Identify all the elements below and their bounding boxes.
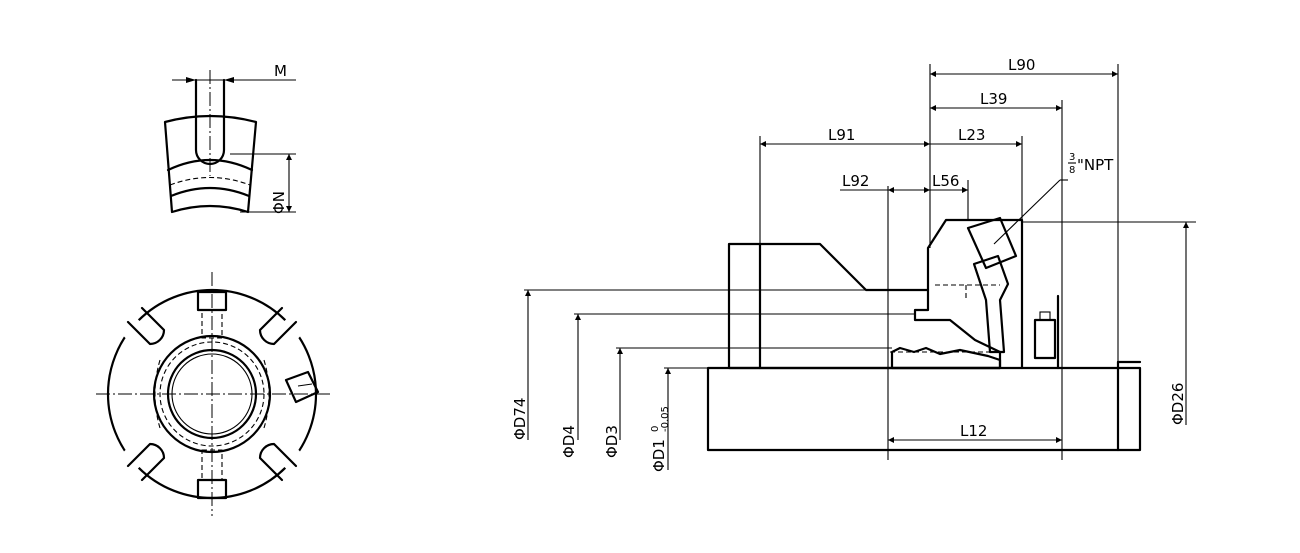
- d1-tol-upper: 0: [650, 426, 661, 432]
- dim-phiD1-label: ΦD1: [650, 439, 668, 472]
- dim-phiD3-label: ΦD3: [603, 425, 621, 458]
- dim-M-label: M: [274, 62, 287, 80]
- dim-L91-label: L91: [828, 126, 855, 144]
- npt-fraction-denominator: 8: [1069, 165, 1075, 176]
- dim-L23-label: L23: [958, 126, 985, 144]
- side-view: L90 L39 L91 L23 L92 L56 L12 3 8 "NPT ΦD7…: [511, 56, 1196, 472]
- dim-L92-label: L92: [842, 172, 869, 190]
- dim-phiD26-label: ΦD26: [1169, 383, 1187, 425]
- d1-tol-lower: -0.05: [660, 406, 671, 432]
- dim-L90-label: L90: [1008, 56, 1035, 74]
- detail-view: M ΦN: [163, 62, 296, 214]
- dim-phiD4-label: ΦD4: [560, 425, 578, 458]
- npt-fraction-numerator: 3: [1069, 152, 1075, 163]
- front-view: [96, 272, 330, 516]
- dim-L56-label: L56: [932, 172, 959, 190]
- npt-label: "NPT: [1077, 156, 1114, 174]
- dim-L39-label: L39: [980, 90, 1007, 108]
- dim-L12-label: L12: [960, 422, 987, 440]
- dim-phiN-label: ΦN: [270, 191, 288, 214]
- dim-phiD74-label: ΦD74: [511, 398, 529, 440]
